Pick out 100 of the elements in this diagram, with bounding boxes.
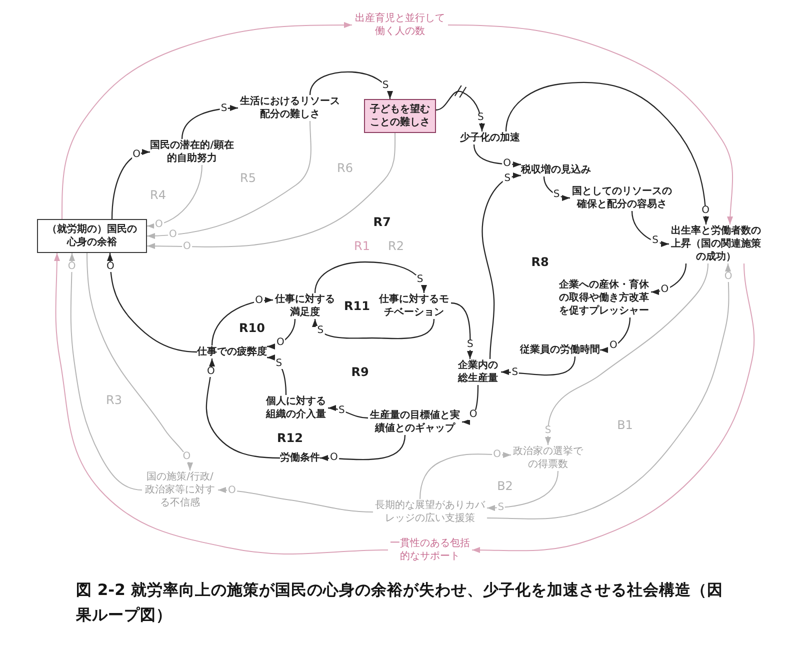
- causal-arrow: [68, 252, 142, 490]
- causal-arrow: [266, 318, 296, 349]
- polarity-label: S: [274, 358, 284, 369]
- variable-label: 政治家の選挙での得票数: [511, 445, 585, 471]
- causal-arrow: [505, 82, 709, 225]
- loop-label: R1: [354, 239, 370, 253]
- polarity-label: O: [608, 341, 618, 352]
- variable-label: 国の施策/行政/政治家等に対する不信感: [142, 470, 218, 510]
- loop-label: R12: [277, 431, 303, 445]
- causal-arrow: [218, 487, 374, 512]
- variable-label: 税収増の見込み: [521, 164, 591, 176]
- polarity-label: O: [132, 150, 142, 160]
- causal-arrow: [111, 150, 150, 220]
- loop-label: R7: [373, 215, 391, 229]
- loop-label: R11: [344, 299, 370, 313]
- polarity-label: O: [66, 262, 77, 272]
- polarity-label: O: [154, 220, 164, 230]
- polarity-label: O: [492, 450, 502, 460]
- polarity-label: S: [476, 112, 485, 123]
- polarity-label: S: [416, 274, 424, 285]
- polarity-label: O: [700, 206, 711, 216]
- causal-arrow: [146, 120, 312, 239]
- polarity-label: O: [660, 284, 670, 295]
- causal-arrow: [328, 405, 368, 419]
- causal-arrow: [650, 263, 687, 295]
- causal-arrow: [420, 452, 512, 500]
- polarity-label: O: [275, 338, 286, 348]
- causal-arrow: [473, 144, 521, 168]
- highlighted-variable-box: 子どもを望むことの難しさ: [364, 99, 436, 133]
- variable-label: 国民の潜在的/顕在的自助努力: [150, 139, 234, 165]
- causal-arrow: [206, 358, 280, 459]
- loop-label: R5: [240, 171, 256, 185]
- variable-label: 出生率と労働者数の上昇（国の関連施策の成功）: [669, 224, 763, 264]
- loop-label: B2: [497, 479, 513, 493]
- causal-arrow: [86, 252, 192, 471]
- causal-arrow: [309, 71, 392, 100]
- causal-arrow: [54, 252, 388, 554]
- figure-caption: 図 2-2 就労率向上の施策が国民の心身の余裕が失わせ、少子化を加速させる社会構造（因果ループ図）: [76, 580, 724, 626]
- polarity-label: O: [182, 452, 192, 462]
- loop-label: R2: [388, 239, 404, 253]
- causal-arrow: [500, 356, 576, 376]
- causal-arrow: [107, 253, 198, 353]
- causal-arrow: [450, 302, 474, 359]
- causal-arrow: [631, 210, 670, 246]
- polarity-label: O: [105, 262, 116, 272]
- variable-label: 企業への産休・育休の取得や働き方改革を促すプレッシャー: [557, 278, 651, 318]
- loop-label: R10: [239, 321, 265, 335]
- causal-arrow: [544, 263, 708, 446]
- causal-arrow: [543, 176, 570, 201]
- polarity-label: S: [338, 406, 346, 416]
- causal-arrow: [482, 173, 522, 360]
- polarity-label: O: [206, 367, 216, 378]
- polarity-label: O: [468, 410, 478, 420]
- polarity-label: S: [496, 502, 506, 512]
- polarity-label: O: [723, 272, 734, 282]
- variable-label: 生産量の目標値と実績値とのギャップ: [368, 409, 462, 435]
- variable-label: 一貫性のある包括的なサポート: [388, 537, 472, 563]
- causal-arrow: [472, 263, 755, 554]
- loop-label: R3: [106, 393, 122, 407]
- causal-arrow: [313, 318, 435, 340]
- variable-label: 長期的な展望がありカバレッジの広い支援策: [373, 499, 487, 525]
- polarity-label: O: [182, 242, 192, 252]
- variable-label: 個人に対する組織の介入量: [264, 395, 328, 421]
- polarity-label: S: [552, 190, 561, 200]
- causal-arrow: [486, 263, 732, 520]
- loop-label: R9: [351, 365, 369, 379]
- causal-arrow: [436, 90, 485, 132]
- variable-label: 労働条件: [280, 452, 320, 464]
- polarity-label: O: [329, 453, 339, 464]
- polarity-label: S: [544, 426, 552, 436]
- causal-arrow: [486, 470, 558, 511]
- causal-arrow: [181, 105, 238, 140]
- polarity-label: S: [316, 326, 325, 336]
- polarity-label: O: [227, 486, 237, 496]
- causal-arrow: [62, 22, 352, 220]
- polarity-label: S: [220, 104, 228, 114]
- causal-arrow: [600, 317, 631, 352]
- causal-arrow: [448, 24, 734, 225]
- polarity-label: S: [503, 174, 512, 184]
- causal-arrow: [462, 385, 479, 424]
- variable-label: 仕事に対する満足度: [273, 293, 337, 319]
- variable-label: 企業内の総生産量: [455, 359, 501, 385]
- causal-arrow: [146, 164, 202, 228]
- loop-label: R8: [531, 255, 549, 269]
- polarity-label: S: [381, 81, 390, 91]
- variable-label: 出産育児と並行して働く人の数: [352, 12, 448, 38]
- loop-label: R4: [150, 188, 166, 202]
- variable-label: 少子化の加速: [460, 132, 520, 144]
- loop-label: R6: [337, 161, 353, 175]
- variable-box: （就労期の）国民の心身の余裕: [37, 219, 147, 253]
- polarity-label: O: [254, 296, 264, 306]
- polarity-label: S: [510, 368, 520, 378]
- polarity-label: O: [502, 159, 512, 170]
- variable-label: 仕事での疲弊度: [197, 346, 267, 358]
- causal-arrow: [320, 434, 406, 462]
- causal-arrow: [314, 261, 426, 294]
- variable-label: 仕事に対するモチベーション: [377, 293, 451, 319]
- causal-arrow: [211, 297, 274, 346]
- loop-label: B1: [617, 418, 633, 432]
- polarity-label: O: [168, 230, 178, 240]
